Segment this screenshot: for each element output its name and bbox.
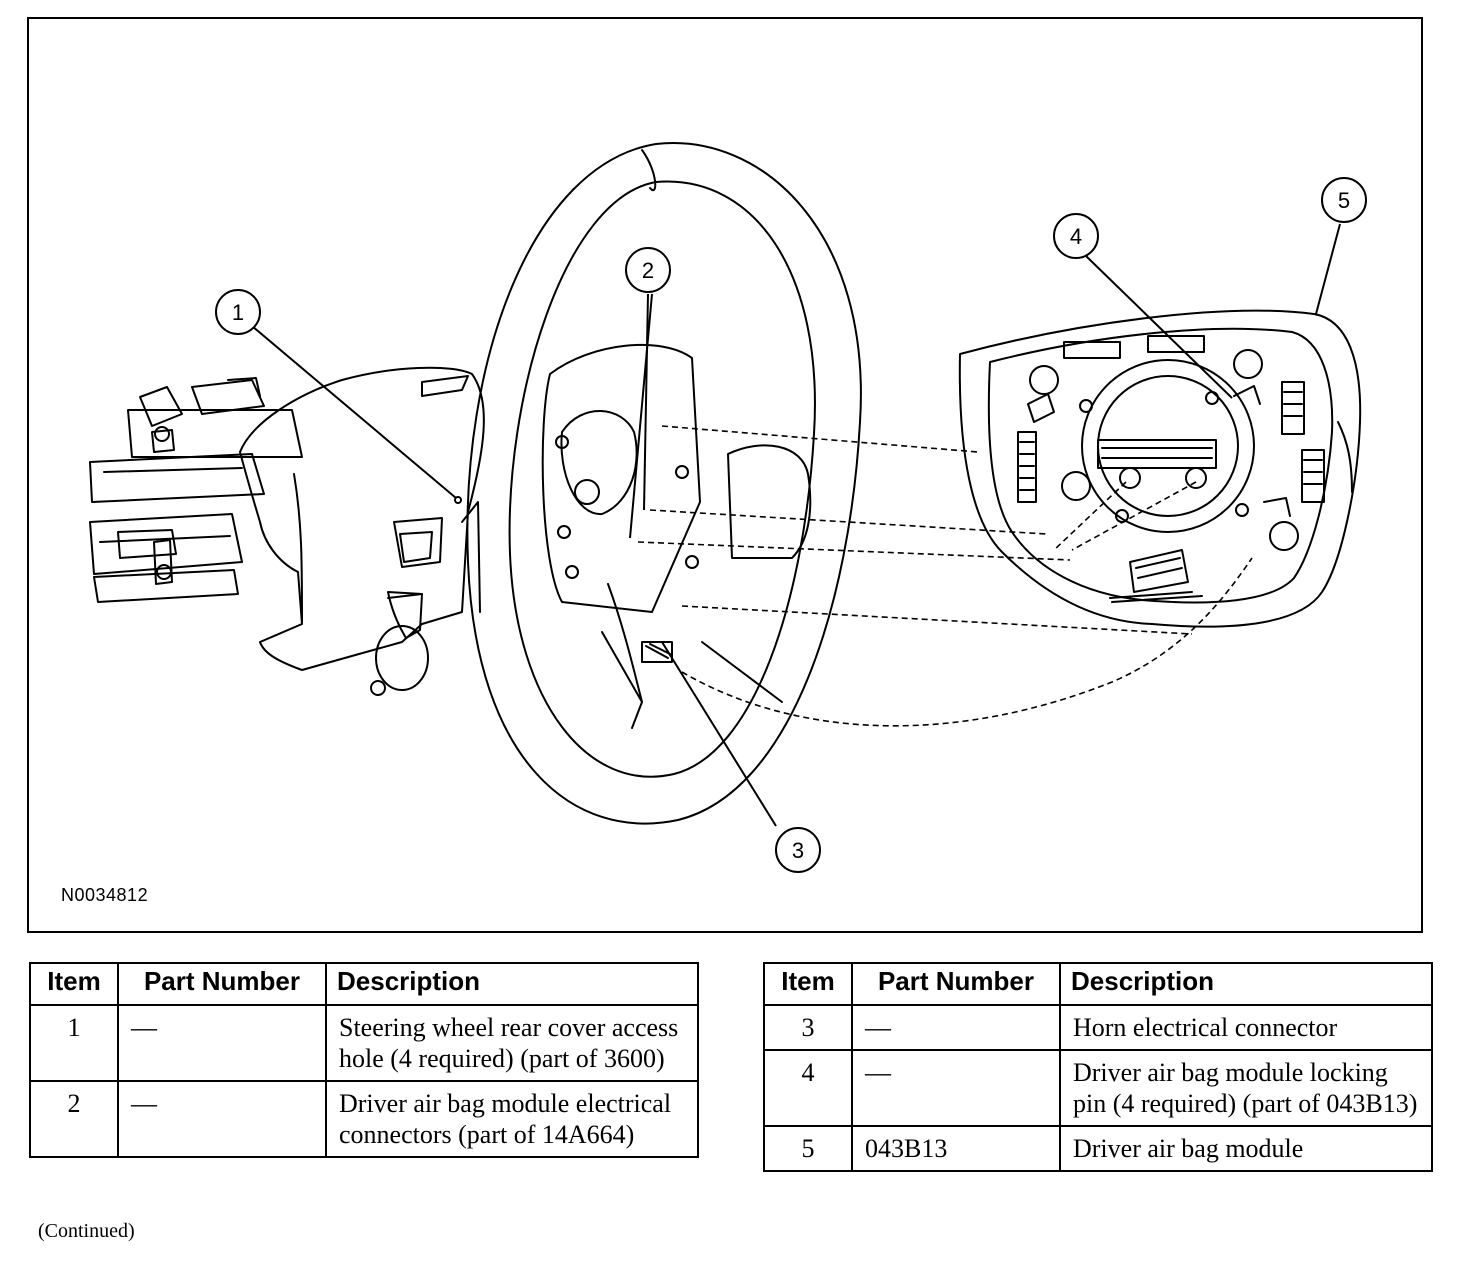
description: Steering wheel rear cover access hole (4… — [325, 1004, 699, 1082]
part-number: — — [851, 1004, 1061, 1051]
header-description: Description — [1059, 962, 1433, 1006]
illustration-frame: 1 2 3 4 5 N0034812 — [27, 17, 1423, 933]
description: Driver air bag module locking pin (4 req… — [1059, 1049, 1433, 1127]
table-row: 4 — Driver air bag module locking pin (4… — [763, 1049, 1433, 1127]
part-number: — — [851, 1049, 1061, 1127]
callout-2: 2 — [625, 247, 671, 293]
part-number: — — [117, 1080, 327, 1158]
header-description: Description — [325, 962, 699, 1006]
steering-wheel-hub — [541, 343, 812, 729]
leader-lines — [251, 223, 1341, 827]
header-part-number: Part Number — [851, 962, 1061, 1006]
item-number: 1 — [29, 1004, 119, 1082]
steering-wheel-rim — [466, 142, 862, 825]
driver-air-bag-module — [958, 309, 1362, 628]
svg-text:3: 3 — [792, 838, 804, 863]
steering-column-shroud — [239, 366, 485, 671]
table-header-row: Item Part Number Description — [29, 962, 699, 1006]
steering-wheel-illustration: 1 2 3 4 5 — [89, 142, 1367, 873]
svg-text:4: 4 — [1070, 224, 1082, 249]
table-row: 5 043B13 Driver air bag module — [763, 1125, 1433, 1172]
table-row: 1 — Steering wheel rear cover access hol… — [29, 1004, 699, 1082]
parts-table-left: Item Part Number Description 1 — Steerin… — [29, 962, 699, 1158]
table-header-row: Item Part Number Description — [763, 962, 1433, 1006]
item-number: 4 — [763, 1049, 853, 1127]
steering-column-shaft — [89, 377, 303, 603]
part-number: 043B13 — [851, 1125, 1061, 1172]
item-number: 5 — [763, 1125, 853, 1172]
svg-text:5: 5 — [1338, 188, 1350, 213]
item-number: 3 — [763, 1004, 853, 1051]
callout-3: 3 — [775, 827, 821, 873]
header-part-number: Part Number — [117, 962, 327, 1006]
table-row: 3 — Horn electrical connector — [763, 1004, 1433, 1051]
callout-5: 5 — [1321, 177, 1367, 223]
table-row: 2 — Driver air bag module electrical con… — [29, 1080, 699, 1158]
multifunction-stalk — [370, 517, 443, 696]
svg-text:1: 1 — [232, 300, 244, 325]
alignment-lines — [637, 425, 1253, 727]
callouts: 1 2 3 4 5 — [215, 177, 1367, 873]
description: Driver air bag module — [1059, 1125, 1433, 1172]
header-item: Item — [29, 962, 119, 1006]
continued-note: (Continued) — [38, 1220, 135, 1242]
svg-text:2: 2 — [642, 258, 654, 283]
parts-table-right: Item Part Number Description 3 — Horn el… — [763, 962, 1433, 1172]
callout-1: 1 — [215, 289, 261, 335]
item-number: 2 — [29, 1080, 119, 1158]
callout-4: 4 — [1053, 213, 1099, 259]
header-item: Item — [763, 962, 853, 1006]
part-number: — — [117, 1004, 327, 1082]
figure-id-label: N0034812 — [61, 885, 149, 905]
description: Driver air bag module electrical connect… — [325, 1080, 699, 1158]
description: Horn electrical connector — [1059, 1004, 1433, 1051]
